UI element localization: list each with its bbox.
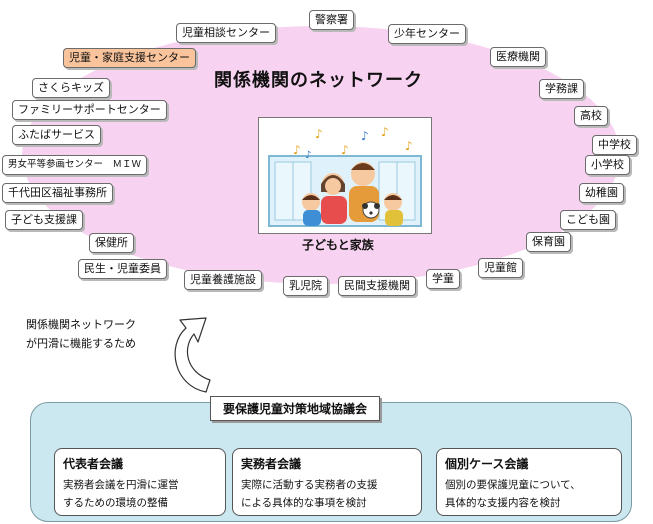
council-title: 要保護児童対策地域協議会: [210, 396, 381, 421]
meeting-card-practitioners: 実務者会議 実際に活動する実務者の支援 による具体的な事項を検討: [232, 448, 422, 516]
agency-tag: 乳児院: [283, 276, 328, 296]
meeting-desc-line: 個別の要保護児童について、: [445, 479, 581, 491]
agency-tag-highlighted: 児童・家庭支援センター: [63, 48, 196, 68]
agency-tag: 保育園: [526, 232, 571, 252]
meeting-desc-line: 具体的な支援内容を検討: [445, 497, 561, 509]
agency-tag: 警察署: [309, 10, 354, 30]
annotation-line: が円滑に機能するため: [26, 337, 136, 350]
agency-tag: 学務課: [539, 79, 584, 99]
meeting-title: 実務者会議: [241, 457, 302, 471]
agency-tag: 高校: [574, 106, 608, 126]
agency-tag: ファミリーサポートセンター: [12, 100, 167, 120]
curved-arrow-icon: [174, 317, 211, 393]
agency-tag: 男女平等参画センター ＭＩＷ: [2, 155, 148, 175]
agency-tag: 児童養護施設: [184, 270, 262, 290]
meeting-title: 代表者会議: [63, 457, 124, 471]
svg-text:♪: ♪: [293, 143, 301, 157]
annotation-line: 関係機関ネットワーク: [26, 318, 136, 331]
svg-text:♪: ♪: [305, 150, 311, 161]
agency-tag: 学童: [426, 269, 460, 289]
meeting-desc-line: 実務者会議を円滑に運営: [63, 479, 179, 491]
family-picture: ♪ ♪ ♪ ♪ ♪ ♪ ♪: [268, 125, 422, 227]
agency-tag: さくらキッズ: [32, 78, 110, 98]
meeting-desc-line: による具体的な事項を検討: [241, 497, 367, 509]
agency-tag: こども園: [560, 210, 616, 230]
family-illustration: ♪ ♪ ♪ ♪ ♪ ♪ ♪: [258, 117, 432, 234]
meeting-card-representatives: 代表者会議 実務者会議を円滑に運営 するための環境の整備: [54, 448, 226, 516]
meeting-desc-line: 実際に活動する実務者の支援: [241, 479, 378, 491]
meeting-title: 個別ケース会議: [445, 457, 529, 471]
agency-tag: 小学校: [585, 155, 630, 175]
agency-tag: ふたばサービス: [12, 125, 101, 145]
meeting-description: 実務者会議を円滑に運営 するための環境の整備: [63, 476, 217, 512]
svg-text:♪: ♪: [381, 125, 389, 139]
agency-tag: 幼稚園: [579, 183, 624, 203]
agency-tag: 児童館: [478, 258, 523, 278]
agency-tag: 中学校: [592, 135, 637, 155]
family-label: 子どもと家族: [302, 238, 374, 252]
network-title: 関係機関のネットワーク: [214, 70, 423, 91]
agency-tag: 民生・児童委員: [78, 259, 167, 279]
meeting-card-individual-case: 個別ケース会議 個別の要保護児童について、 具体的な支援内容を検討: [436, 448, 622, 516]
agency-tag: 医療機関: [490, 47, 546, 67]
agency-tag: 少年センター: [388, 24, 466, 44]
meeting-description: 個別の要保護児童について、 具体的な支援内容を検討: [445, 476, 613, 512]
agency-tag: 民間支援機関: [338, 276, 416, 296]
svg-text:♪: ♪: [341, 143, 349, 157]
agency-tag: 千代田区福祉事務所: [2, 183, 113, 203]
network-annotation: 関係機関ネットワーク が円滑に機能するため: [26, 315, 136, 353]
agency-tag: 子ども支援課: [5, 210, 83, 230]
agency-tag: 保健所: [89, 233, 134, 253]
svg-text:♪: ♪: [361, 129, 369, 143]
svg-text:♪: ♪: [405, 139, 413, 153]
svg-text:♪: ♪: [315, 127, 323, 141]
meeting-desc-line: するための環境の整備: [63, 497, 168, 509]
agency-tag: 児童相談センター: [176, 23, 276, 43]
meeting-description: 実際に活動する実務者の支援 による具体的な事項を検討: [241, 476, 413, 512]
